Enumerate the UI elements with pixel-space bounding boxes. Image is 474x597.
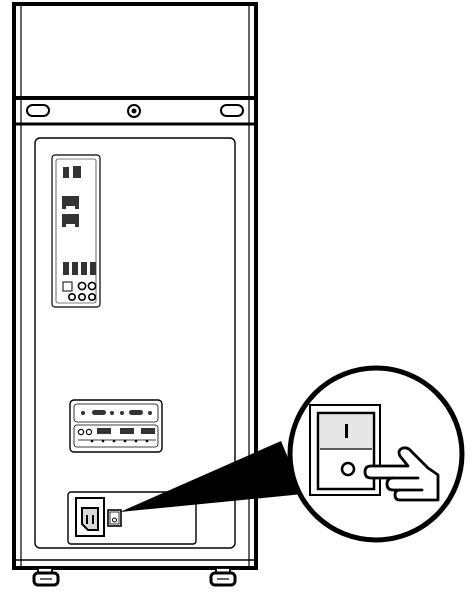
audio-jack-icon (88, 292, 97, 301)
audio-jack-icon (120, 411, 124, 415)
ethernet-port-icon (62, 214, 79, 228)
thumbscrew-icon (127, 104, 141, 118)
rail-slot-left (26, 104, 50, 117)
audio-jack-icon (85, 428, 93, 436)
caster-wheel-icon (209, 567, 237, 587)
pointing-hand-icon (363, 446, 440, 502)
optical-port-icon (62, 281, 73, 292)
power-switch-icon[interactable] (107, 509, 122, 527)
audio-jack-icon (81, 411, 85, 415)
power-inlet-icon (75, 497, 105, 537)
usb-port-icon (73, 166, 81, 178)
usb-port-icon (72, 262, 78, 275)
io-panel (51, 154, 101, 308)
usb-c-port-icon (92, 410, 106, 415)
usb-c-port-icon (129, 410, 143, 415)
power-switch-icon[interactable] (309, 404, 381, 496)
audio-jack-icon (78, 292, 87, 301)
switch-on-mark (345, 424, 348, 438)
usb-port-icon (81, 262, 87, 275)
usb-port-icon (63, 262, 69, 275)
audio-jack-icon (77, 281, 87, 291)
audio-jack-icon (87, 281, 97, 291)
rail-slot-right (220, 104, 244, 117)
usb-port-icon (141, 428, 155, 434)
audio-jack-icon (110, 411, 114, 415)
usb-port-icon (90, 262, 96, 275)
callout-beam (120, 441, 303, 512)
caster-wheel-icon (32, 567, 60, 587)
ethernet-port-icon (62, 196, 79, 210)
switch-off-mark (340, 461, 356, 477)
audio-jack-icon (77, 428, 85, 436)
audio-jack-icon (148, 411, 152, 415)
front-io-card (69, 399, 163, 453)
usb-port-icon (97, 428, 111, 434)
usb-port-icon (120, 428, 134, 434)
audio-jack-icon (68, 292, 77, 301)
usb-port-icon (63, 167, 69, 178)
